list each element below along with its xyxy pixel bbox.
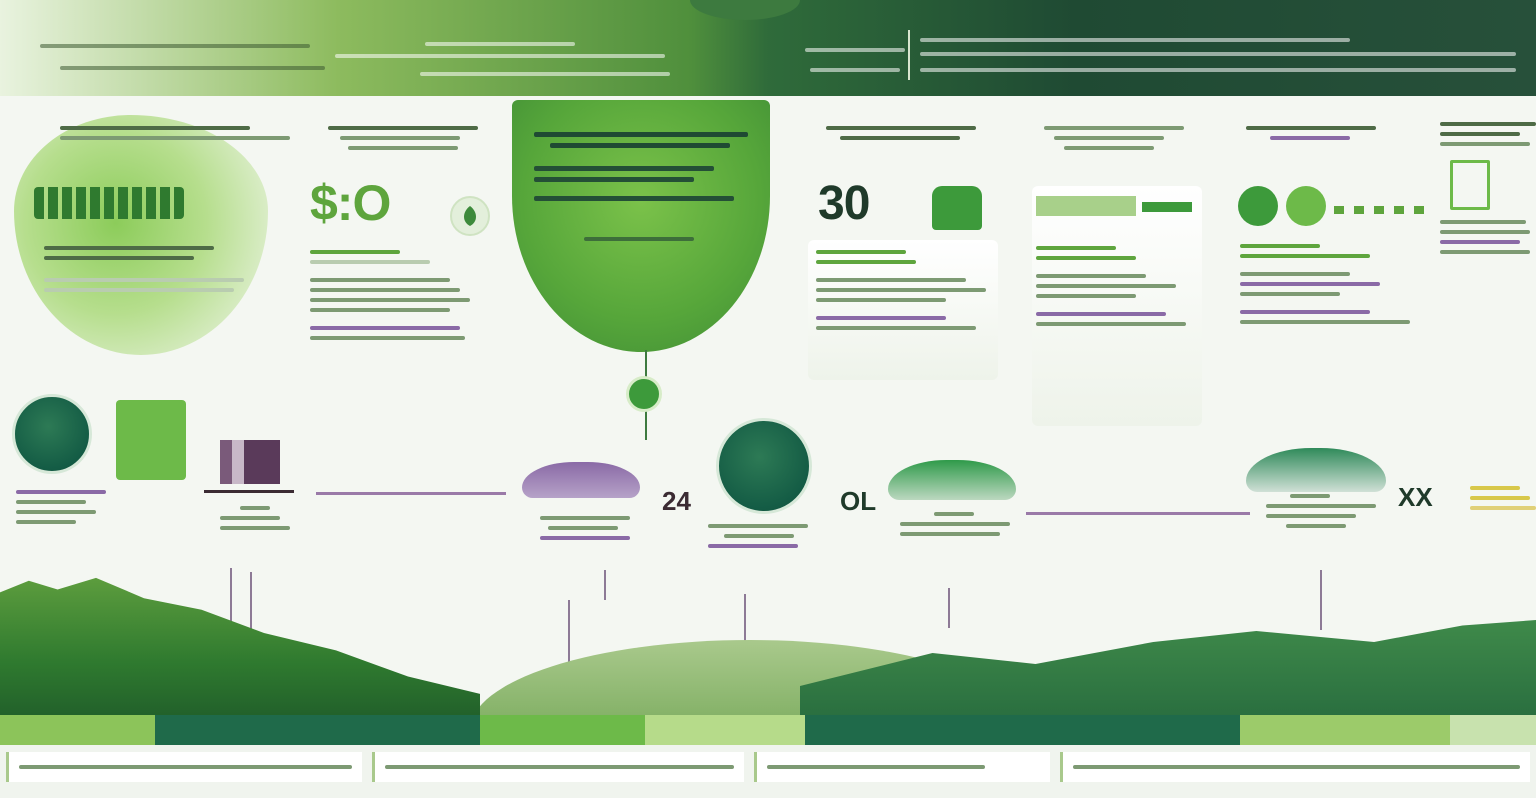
landscape-hill bbox=[800, 620, 1536, 730]
number-figure: 30 bbox=[818, 177, 870, 230]
card-5-title bbox=[1044, 126, 1194, 156]
timeline-dome bbox=[522, 462, 640, 498]
timeline-node[interactable] bbox=[716, 418, 812, 514]
footer-box bbox=[754, 752, 1050, 782]
check-icon bbox=[1238, 186, 1278, 226]
banner-ornament bbox=[690, 0, 800, 20]
footer-box bbox=[372, 752, 744, 782]
card-2-text bbox=[310, 250, 470, 346]
timeline-segment bbox=[316, 492, 506, 495]
banner-text-line bbox=[805, 48, 905, 52]
timeline-dome bbox=[888, 460, 1016, 500]
card-4-title bbox=[826, 126, 976, 146]
banner-text-line bbox=[335, 54, 665, 58]
grass-icon bbox=[116, 400, 186, 480]
card-7-text bbox=[1440, 122, 1536, 260]
timeline-year: 24 bbox=[662, 486, 691, 516]
card-5-panel bbox=[1032, 186, 1202, 426]
card-2-title bbox=[328, 126, 478, 156]
banner-text-line bbox=[420, 72, 670, 76]
banner-text-line bbox=[920, 52, 1516, 56]
landscape-grass bbox=[0, 577, 480, 720]
highlight-blob bbox=[14, 115, 268, 355]
ground-segment bbox=[480, 715, 645, 745]
connector-line bbox=[1320, 570, 1322, 630]
timeline-dome bbox=[1246, 448, 1386, 492]
connector-line bbox=[568, 600, 570, 680]
banner-text-line bbox=[920, 68, 1516, 72]
footer-box bbox=[1060, 752, 1530, 782]
timeline-year: OL bbox=[840, 486, 877, 516]
ground-segment bbox=[1240, 715, 1450, 745]
leaf-icon bbox=[450, 196, 490, 236]
banner-text-line bbox=[425, 42, 575, 46]
card-1-text bbox=[44, 246, 244, 298]
amount-figure: $:O bbox=[310, 175, 391, 231]
timeline-text bbox=[220, 506, 290, 536]
connector-line bbox=[604, 570, 606, 600]
footer-box bbox=[6, 752, 362, 782]
ground-segment bbox=[0, 715, 155, 745]
ground-segment bbox=[805, 715, 1240, 745]
timeline-segment bbox=[204, 490, 294, 493]
timeline-year: XX bbox=[1398, 482, 1433, 512]
card-4-panel bbox=[808, 240, 998, 380]
timeline-text bbox=[16, 490, 106, 530]
building-icon bbox=[932, 186, 982, 230]
banner-text-line bbox=[920, 38, 1350, 42]
card-6-text bbox=[1240, 244, 1420, 330]
connector-line bbox=[230, 568, 232, 628]
banner-text-line bbox=[40, 44, 310, 48]
card-6-title bbox=[1246, 126, 1376, 146]
timeline-text bbox=[1266, 494, 1386, 534]
banner-divider bbox=[908, 30, 910, 80]
ground-segment bbox=[1450, 715, 1536, 745]
timeline-text bbox=[1470, 486, 1536, 516]
timeline-text bbox=[540, 516, 630, 546]
shield-text bbox=[534, 132, 748, 247]
arrow-icon bbox=[1334, 206, 1434, 214]
ground-segment bbox=[645, 715, 805, 745]
shield-badge bbox=[512, 100, 770, 352]
timeline-node[interactable] bbox=[12, 394, 92, 474]
banner-text-line bbox=[810, 68, 900, 72]
ground-segment bbox=[155, 715, 480, 745]
card-1-title bbox=[60, 126, 290, 146]
banner-text-line bbox=[60, 66, 325, 70]
timeline-segment bbox=[1026, 512, 1250, 515]
connector-line bbox=[948, 588, 950, 628]
location-pin-icon[interactable] bbox=[626, 376, 662, 412]
timeline-text bbox=[900, 512, 1010, 542]
top-banner bbox=[0, 0, 1536, 96]
timeline-text bbox=[708, 524, 808, 554]
building-icon bbox=[220, 440, 280, 484]
check-icon bbox=[1286, 186, 1326, 226]
card-1-figure bbox=[34, 186, 184, 228]
